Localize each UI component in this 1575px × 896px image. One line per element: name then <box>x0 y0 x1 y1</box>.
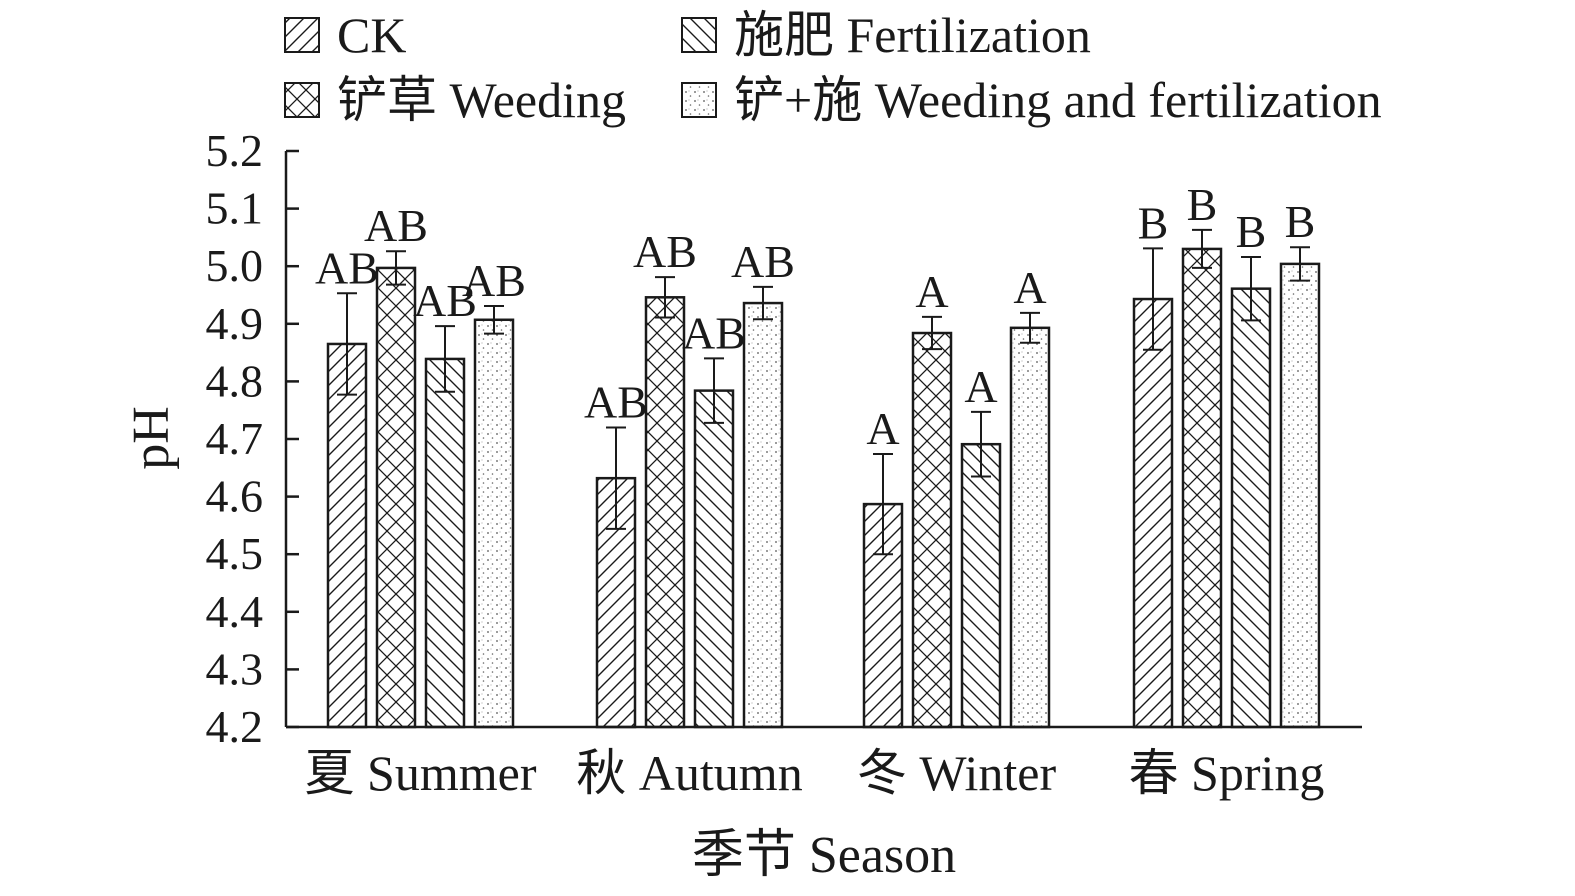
significance-label: A <box>1013 262 1046 313</box>
legend-swatch-fertilization <box>681 17 717 53</box>
significance-label: B <box>1187 179 1218 230</box>
category-label: 春 Spring <box>1129 745 1325 801</box>
y-tick-label: 4.7 <box>206 413 264 464</box>
bars <box>326 247 1321 729</box>
legend-label-weeding-fertilization: 铲+施 Weeding and fertilization <box>734 72 1382 128</box>
significance-label: AB <box>682 307 746 358</box>
bar <box>326 342 368 729</box>
error-bars <box>337 228 1310 556</box>
category-label: 夏 Summer <box>305 745 537 801</box>
legend-swatch-weeding-fertilization <box>681 82 717 118</box>
bar <box>1009 326 1051 729</box>
y-tick-label: 4.8 <box>206 355 264 406</box>
significance-label: AB <box>731 236 795 287</box>
y-tick-label: 4.2 <box>206 701 264 752</box>
bar <box>1132 297 1174 729</box>
bar <box>911 331 953 729</box>
significance-label: A <box>915 266 948 317</box>
y-tick-label: 5.1 <box>206 183 264 234</box>
bar <box>1181 247 1223 729</box>
bar <box>960 442 1002 729</box>
y-tick-label: 5.2 <box>206 125 264 176</box>
y-tick-label: 4.6 <box>206 471 264 522</box>
y-ticks: 4.2 4.3 4.4 4.5 4.6 4.7 4.8 4.9 5.0 5.1 5.2 <box>206 125 299 752</box>
significance-label: AB <box>584 376 648 427</box>
significance-label: A <box>866 403 899 454</box>
legend-label-weeding: 铲草 Weeding <box>337 72 626 128</box>
bar <box>375 266 417 729</box>
significance-label: AB <box>315 242 379 293</box>
legend-swatch-weeding <box>284 82 320 118</box>
y-tick-label: 4.9 <box>206 298 264 349</box>
y-tick-label: 4.5 <box>206 528 264 579</box>
legend: CK 施肥 Fertilization 铲草 Weeding 铲+施 Weedi… <box>284 7 1382 128</box>
bar <box>1279 262 1321 729</box>
bar <box>742 301 784 729</box>
bar <box>693 389 735 729</box>
y-axis-title: pH <box>123 406 180 470</box>
significance-label: AB <box>462 255 526 306</box>
category-label: 秋 Autumn <box>576 745 802 801</box>
significance-label: AB <box>413 275 477 326</box>
significance-label: AB <box>633 226 697 277</box>
significance-label: B <box>1285 196 1316 247</box>
y-tick-label: 5.0 <box>206 240 264 291</box>
x-axis-title: 季节 Season <box>692 827 956 884</box>
bar <box>473 318 515 729</box>
legend-label-fertilization: 施肥 Fertilization <box>734 7 1091 63</box>
category-labels: 夏 Summer 秋 Autumn 冬 Winter 春 Spring <box>305 745 1325 801</box>
significance-label: A <box>964 361 997 412</box>
legend-swatch-ck <box>284 17 320 53</box>
y-tick-label: 4.3 <box>206 643 264 694</box>
legend-label-ck: CK <box>337 7 406 63</box>
significance-label: AB <box>364 200 428 251</box>
bar <box>644 296 686 729</box>
significance-label: B <box>1236 206 1267 257</box>
bar <box>1230 287 1272 729</box>
significance-label: B <box>1138 197 1169 248</box>
y-tick-label: 4.4 <box>206 586 264 637</box>
bar <box>424 357 466 729</box>
category-label: 冬 Winter <box>857 745 1057 801</box>
